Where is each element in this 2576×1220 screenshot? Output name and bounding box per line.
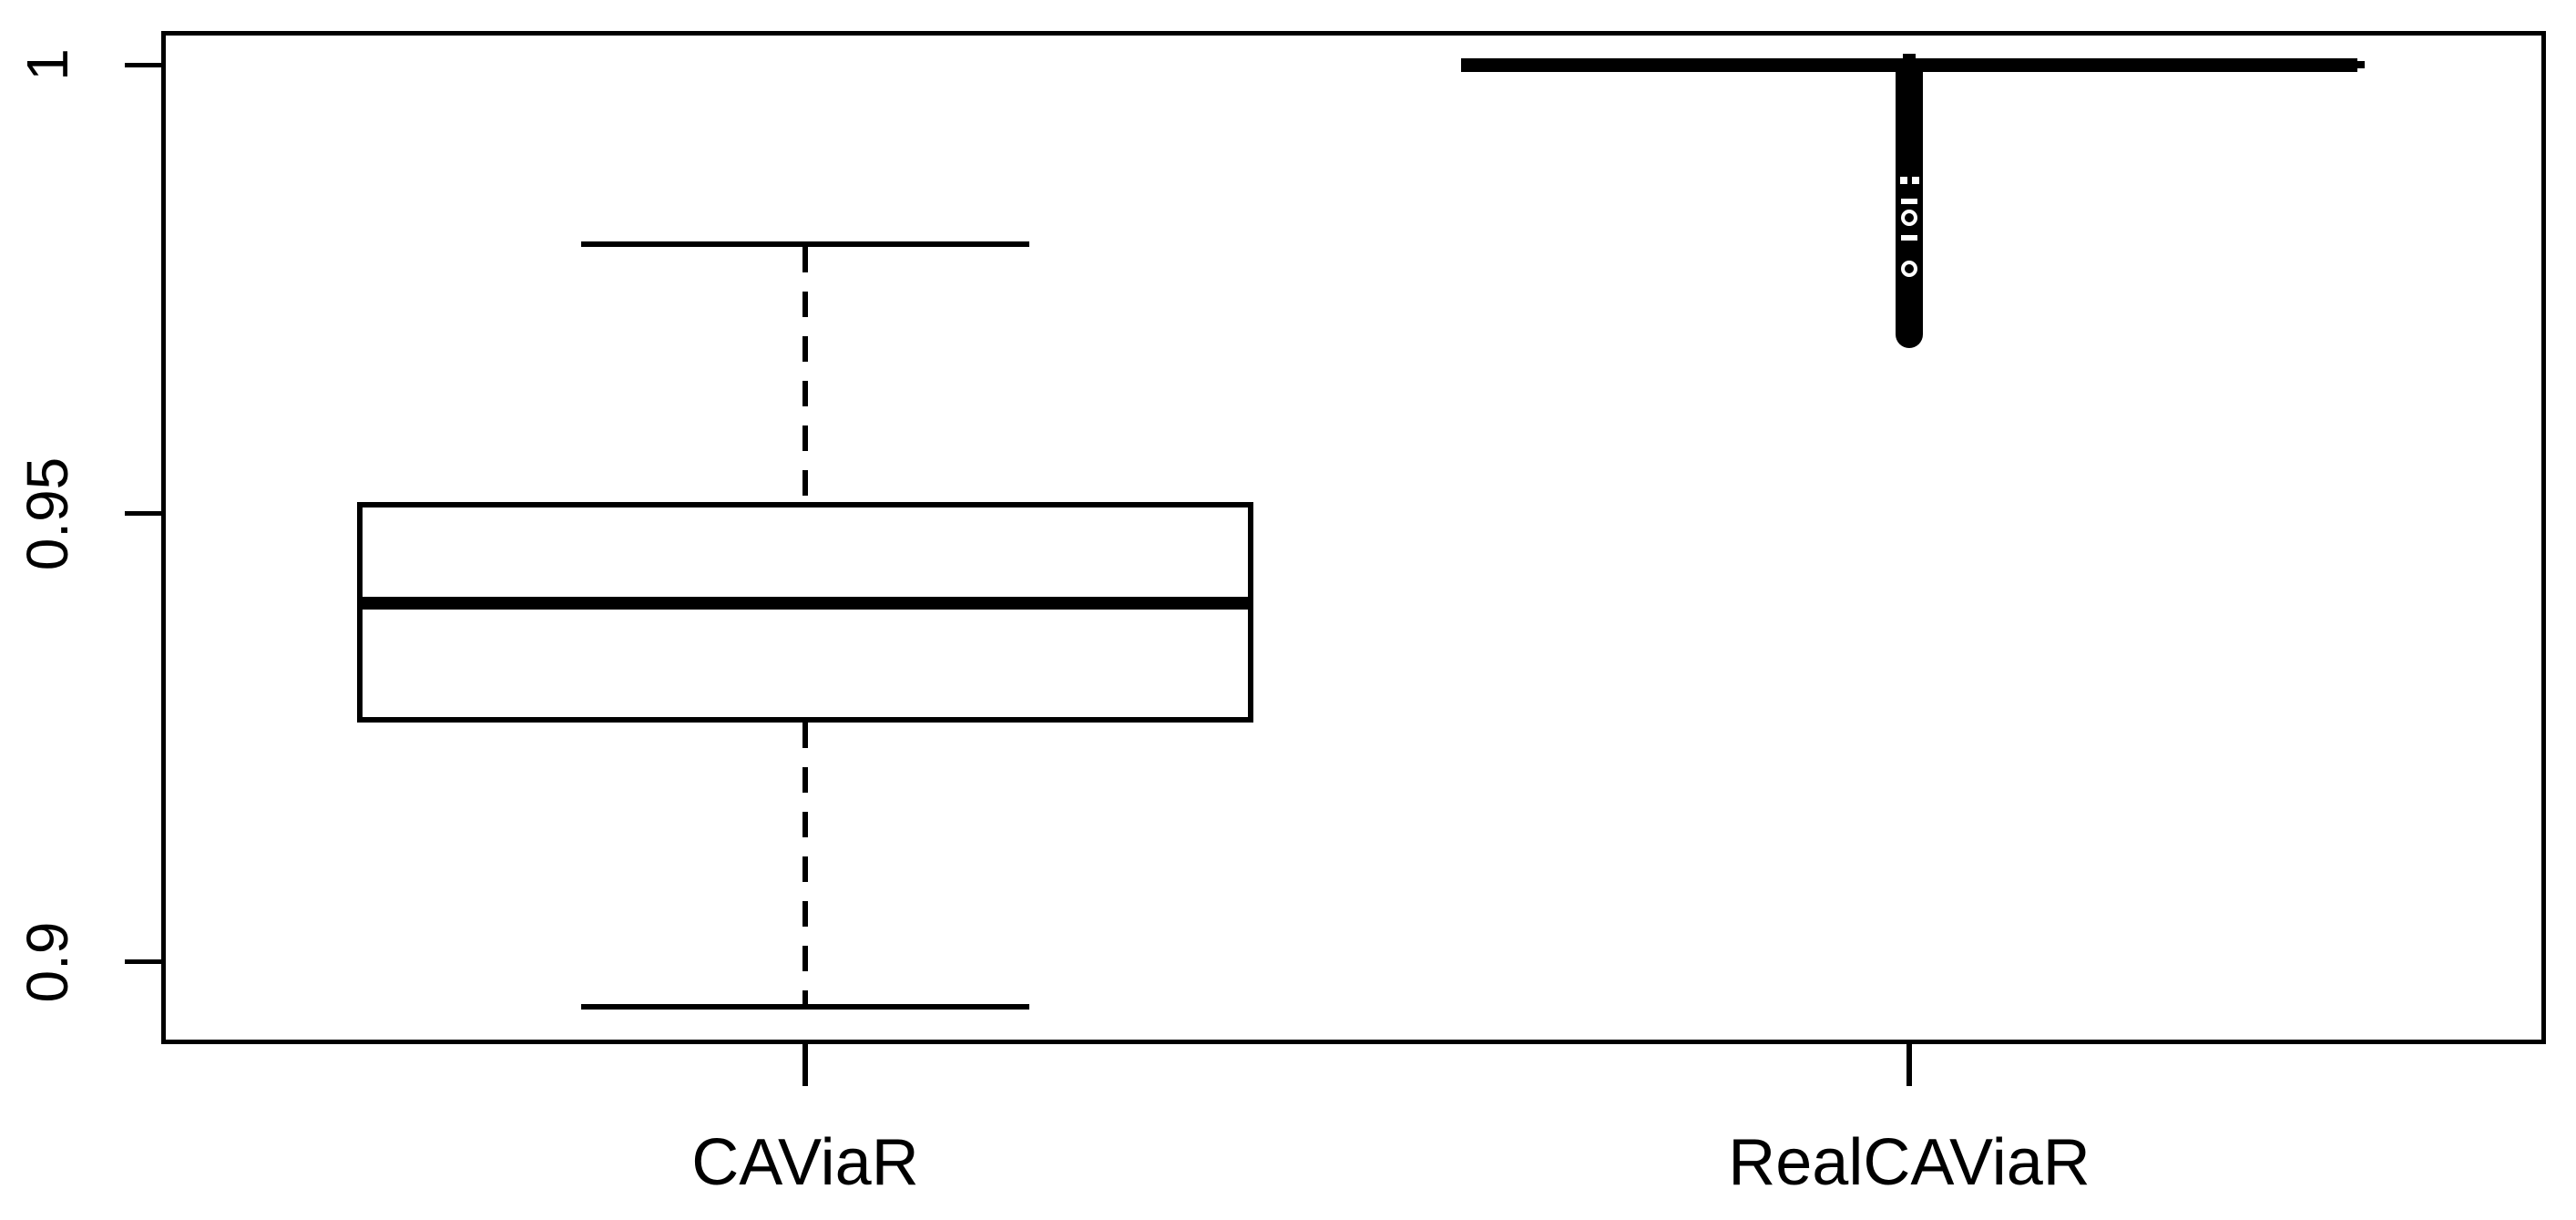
outlier-gap-dash-1 xyxy=(1901,199,1917,204)
y-tick-label-1: 1 xyxy=(15,48,80,81)
caviar-box xyxy=(357,502,1253,723)
outlier-gap-ring-2 xyxy=(1901,210,1917,226)
x-tick-realcaviar xyxy=(1906,1044,1912,1086)
y-tick-09 xyxy=(125,959,161,964)
y-tick-label-095: 0.95 xyxy=(15,456,80,571)
outlier-gap-dot-0b xyxy=(1912,177,1919,184)
realcaviar-top-outlier-bump xyxy=(1903,54,1916,59)
x-category-label-caviar: CAViaR xyxy=(691,1126,919,1199)
y-tick-095 xyxy=(125,511,161,516)
caviar-lower-whisker xyxy=(802,723,808,1004)
y-tick-1 xyxy=(125,63,161,67)
caviar-lower-whisker-cap xyxy=(581,1004,1029,1010)
caviar-upper-whisker xyxy=(802,247,808,502)
realcaviar-right-edge-outlier xyxy=(2357,61,2365,68)
plot-area xyxy=(161,31,2546,1044)
realcaviar-collapsed-box xyxy=(1461,58,2357,72)
outlier-gap-ring-4 xyxy=(1901,261,1917,277)
caviar-upper-whisker-cap xyxy=(581,241,1029,247)
outlier-gap-dash-3 xyxy=(1901,235,1917,241)
caviar-median xyxy=(357,597,1253,610)
x-category-label-realcaviar: RealCAViaR xyxy=(1728,1126,2090,1199)
y-tick-label-09: 0.9 xyxy=(15,921,80,1003)
outlier-gap-dot-0a xyxy=(1900,177,1907,184)
x-tick-caviar xyxy=(802,1044,808,1086)
